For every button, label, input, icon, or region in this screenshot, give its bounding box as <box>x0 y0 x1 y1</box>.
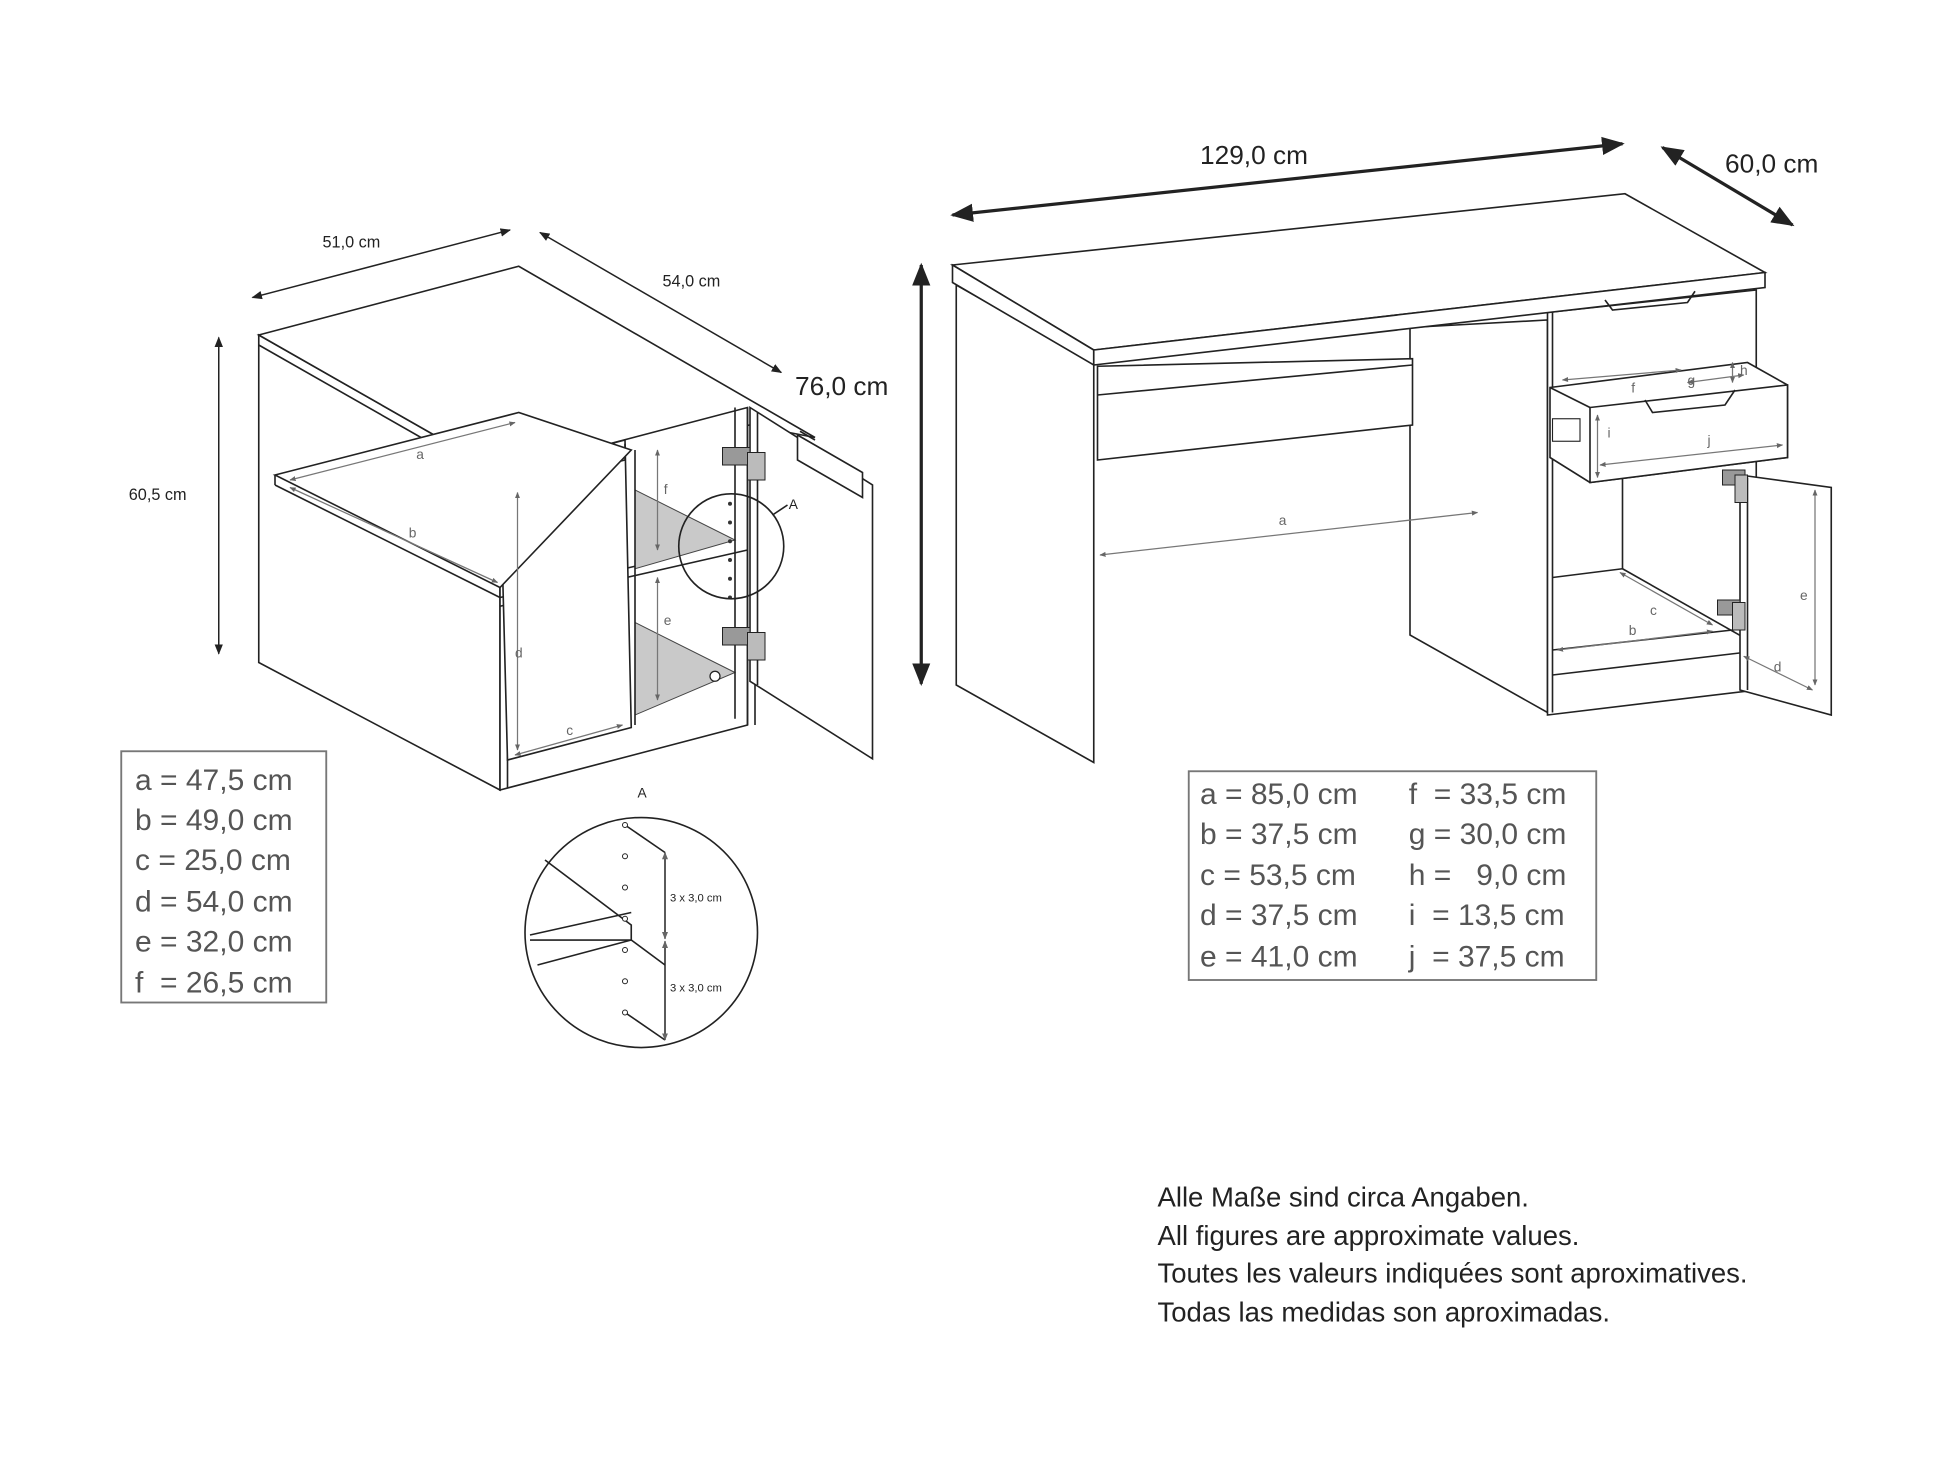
desk-depth-arrow <box>1660 146 1795 227</box>
desk-height-label: 76,0 cm <box>795 371 888 401</box>
cabinet-height-label: 60,5 cm <box>129 486 187 504</box>
disclaimer-notes: Alle Maße sind circa Angaben. All figure… <box>1158 1181 1748 1327</box>
detail-marker-circle <box>677 492 785 600</box>
desk-letter-c: c <box>1650 603 1657 618</box>
note-en: All figures are approximate values. <box>1158 1220 1580 1251</box>
cabinet-table-row: c = 25,0 cm <box>135 844 291 877</box>
desk-table-row: i = 13,5 cm <box>1409 899 1565 932</box>
note-fr: Toutes les valeurs indiquées sont aproxi… <box>1158 1258 1748 1289</box>
detail-spacing-upper: 3 x 3,0 cm <box>670 892 722 904</box>
desk-middle-panel <box>1409 319 1549 714</box>
cabinet-drawing: 51,0 cm 54,0 cm 60,5 cm a b c <box>129 228 874 792</box>
cabinet-table-row: e = 32,0 cm <box>135 925 293 958</box>
desk-table-row: b = 37,5 cm <box>1200 818 1358 851</box>
cabinet-letter-c: c <box>566 723 573 738</box>
desk-letter-i: i <box>1608 426 1611 441</box>
desk-depth-label: 60,0 cm <box>1725 149 1818 179</box>
hinge-icon <box>722 447 766 481</box>
desk-table-row: f = 33,5 cm <box>1409 778 1567 811</box>
cabinet-table-row: b = 49,0 cm <box>135 804 293 837</box>
cabinet-letter-f: f <box>664 482 668 497</box>
desk-door <box>1739 474 1833 717</box>
drawer-runner-icon <box>1551 418 1581 442</box>
desk-table-row: g = 30,0 cm <box>1409 818 1567 851</box>
desk-width-arrow <box>950 136 1625 222</box>
desk-table-row: d = 37,5 cm <box>1200 899 1358 932</box>
desk-letter-g: g <box>1688 373 1696 388</box>
desk-drawing: 129,0 cm 60,0 cm 76,0 cm <box>795 136 1833 764</box>
desk-table-row: j = 37,5 cm <box>1408 940 1565 973</box>
cabinet-dimension-table: a = 47,5 cm b = 49,0 cm c = 25,0 cm d = … <box>120 750 328 1004</box>
detail-a: A 3 x 3,0 cm 3 x 3,0 cm <box>524 786 759 1049</box>
cabinet-table-row: a = 47,5 cm <box>135 764 293 797</box>
desk-letter-a: a <box>1279 513 1287 528</box>
cabinet-depth-arrow <box>539 231 783 374</box>
cabinet-table-row: d = 54,0 cm <box>135 885 293 918</box>
cabinet-letter-b: b <box>409 526 417 541</box>
hinge-plate <box>796 433 864 499</box>
desk-letter-j: j <box>1707 433 1711 448</box>
desk-table-row: h = 9,0 cm <box>1409 859 1567 892</box>
cabinet-width-label: 51,0 cm <box>323 234 381 252</box>
desk-dimension-table: a = 85,0 cm b = 37,5 cm c = 53,5 cm d = … <box>1187 770 1598 981</box>
note-de: Alle Maße sind circa Angaben. <box>1158 1181 1529 1212</box>
detail-spacing-lower: 3 x 3,0 cm <box>670 982 722 994</box>
desk-table-row: e = 41,0 cm <box>1200 940 1358 973</box>
desk-keyboard-drawer <box>1096 357 1414 461</box>
desk-width-label: 129,0 cm <box>1200 140 1308 170</box>
desk-letter-f: f <box>1631 381 1635 396</box>
desk-letter-b: b <box>1629 623 1637 638</box>
cabinet-letter-a: a <box>416 447 424 462</box>
desk-table-row: c = 53,5 cm <box>1200 859 1356 892</box>
cabinet-depth-label: 54,0 cm <box>663 272 721 290</box>
cabinet-letter-d: d <box>515 646 523 661</box>
cabinet-width-arrow <box>251 228 512 300</box>
desk-table-row: a = 85,0 cm <box>1200 778 1358 811</box>
hinge-icon <box>1717 599 1746 631</box>
cabinet-letter-e: e <box>664 613 672 628</box>
hinge-icon <box>1722 469 1748 503</box>
desk-letter-d: d <box>1774 659 1782 674</box>
detail-title: A <box>638 786 648 801</box>
hinge-icon <box>722 627 766 661</box>
note-es: Todas las medidas son aproximadas. <box>1158 1296 1610 1327</box>
desk-letter-e: e <box>1800 588 1808 603</box>
detail-marker-label: A <box>789 497 799 512</box>
cabinet-table-row: f = 26,5 cm <box>135 967 293 1000</box>
desk-letter-h: h <box>1740 363 1748 378</box>
desk-left-panel <box>955 283 1095 764</box>
desk-pedestal <box>1546 289 1758 716</box>
